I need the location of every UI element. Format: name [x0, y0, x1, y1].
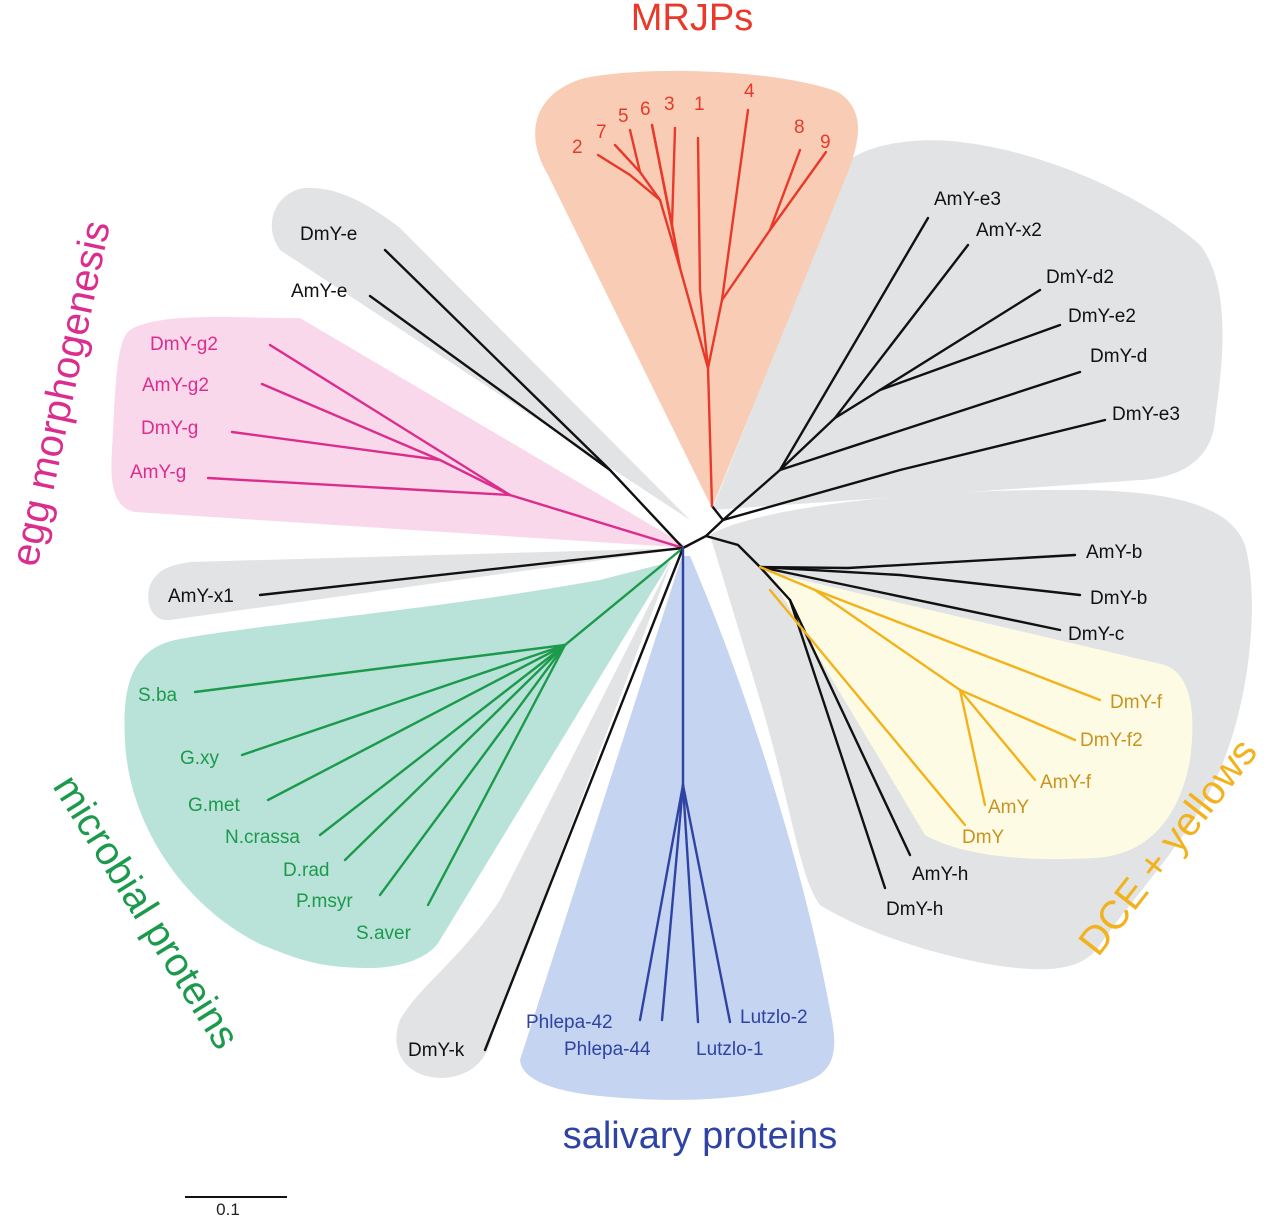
leaf-dmy-f2: DmY-f2	[1080, 730, 1143, 751]
leaf-amy-g: AmY-g	[130, 462, 186, 483]
backbone	[681, 504, 762, 569]
leaf-dmy: DmY	[962, 827, 1005, 848]
leaf-dmy-d: DmY-d	[1090, 346, 1147, 367]
mrjp-branches	[596, 108, 828, 508]
mrjp-4: 4	[744, 81, 755, 102]
group-title-egg: egg morphogenesis	[3, 217, 119, 570]
group-title-mrjps: MRJPs	[631, 0, 753, 39]
leaf-phlepa-44: Phlepa-44	[564, 1039, 651, 1060]
dmy-k-branch	[483, 546, 685, 1052]
bg-mrjp-clade	[535, 70, 859, 508]
leaf-dmy-b: DmY-b	[1090, 588, 1147, 609]
bg-dmyk-clade	[396, 560, 672, 1078]
leaf-d-rad: D.rad	[283, 860, 329, 881]
leaf-s-ba: S.ba	[138, 685, 178, 706]
salivary-branches	[638, 546, 732, 1024]
mrjp-5: 5	[618, 106, 629, 127]
leaf-amy-x2: AmY-x2	[976, 220, 1042, 241]
dce-yellow-branches	[758, 565, 1102, 827]
leaf-n-crassa: N.crassa	[225, 827, 300, 848]
leaf-dmy-g: DmY-g	[141, 418, 198, 439]
leaf-g-met: G.met	[188, 795, 240, 816]
dce-leaf-labels: DmY-f DmY-f2 AmY-f AmY DmY	[962, 692, 1163, 848]
leaf-dmy-e3: DmY-e3	[1112, 404, 1180, 425]
yellow-e3-branches	[721, 216, 1107, 522]
microbial-leaf-labels: S.ba G.xy G.met N.crassa D.rad P.msyr S.…	[138, 685, 412, 944]
leaf-dmy-g2: DmY-g2	[150, 334, 218, 355]
leaf-phlepa-42: Phlepa-42	[526, 1012, 613, 1033]
mrjp-2: 2	[572, 137, 583, 158]
scale-bar-label: 0.1	[216, 1200, 240, 1217]
bg-egg-clade	[111, 317, 690, 548]
clade-backgrounds	[111, 70, 1252, 1100]
leaf-amy-g2: AmY-g2	[142, 375, 209, 396]
leaf-dmy-f: DmY-f	[1110, 692, 1163, 713]
leaf-amy-h: AmY-h	[912, 864, 968, 885]
egg-leaf-labels: DmY-g2 AmY-g2 DmY-g AmY-g	[130, 334, 218, 483]
leaf-amy: AmY	[988, 797, 1030, 818]
leaf-dmy-d2: DmY-d2	[1046, 267, 1114, 288]
leaf-s-aver: S.aver	[356, 923, 412, 944]
leaf-dmy-e2: DmY-e2	[1068, 306, 1136, 327]
leaf-dmy-e: DmY-e	[300, 224, 357, 245]
mrjp-3: 3	[664, 94, 675, 115]
mrjp-9: 9	[820, 132, 831, 153]
leaf-amy-f: AmY-f	[1040, 772, 1092, 793]
bg-yellow-e-clade	[271, 187, 690, 520]
scale-bar: 0.1	[185, 1196, 287, 1217]
egg-branches	[206, 343, 685, 550]
mrjp-6: 6	[640, 99, 651, 120]
bg-microbial-clade	[124, 562, 670, 968]
black-leaf-labels: AmY-e3 AmY-x2 DmY-d2 DmY-e2 DmY-d DmY-e3…	[168, 189, 1180, 1061]
leaf-dmy-k: DmY-k	[408, 1040, 465, 1061]
leaf-g-xy: G.xy	[180, 748, 220, 769]
microbial-branches	[193, 546, 685, 907]
leaf-amy-x1: AmY-x1	[168, 586, 234, 607]
leaf-lutzlo-1: Lutzlo-1	[696, 1039, 764, 1060]
bg-salivary-clade	[520, 556, 835, 1100]
dce-black-branches	[758, 553, 1082, 890]
mrjp-leaf-labels: 2 7 5 6 3 1 4 8 9	[572, 81, 831, 158]
bg-yellow-e3-clade	[712, 140, 1223, 510]
yellow-e-branches	[368, 248, 685, 550]
leaf-amy-e3: AmY-e3	[934, 189, 1001, 210]
mrjp-8: 8	[794, 117, 805, 138]
leaf-dmy-h: DmY-h	[886, 899, 943, 920]
x1-branch	[258, 546, 685, 597]
branches	[193, 108, 1107, 1052]
leaf-amy-e: AmY-e	[291, 281, 347, 302]
salivary-leaf-labels: Phlepa-42 Phlepa-44 Lutzlo-1 Lutzlo-2	[526, 1007, 808, 1060]
leaf-amy-b: AmY-b	[1086, 542, 1142, 563]
leaf-p-msyr: P.msyr	[296, 891, 353, 912]
mrjp-1: 1	[694, 94, 705, 115]
mrjp-7: 7	[596, 122, 607, 143]
bg-x1-clade	[148, 548, 688, 621]
group-title-salivary: salivary proteins	[563, 1115, 838, 1157]
leaf-dmy-c: DmY-c	[1068, 624, 1124, 645]
leaf-lutzlo-2: Lutzlo-2	[740, 1007, 808, 1028]
